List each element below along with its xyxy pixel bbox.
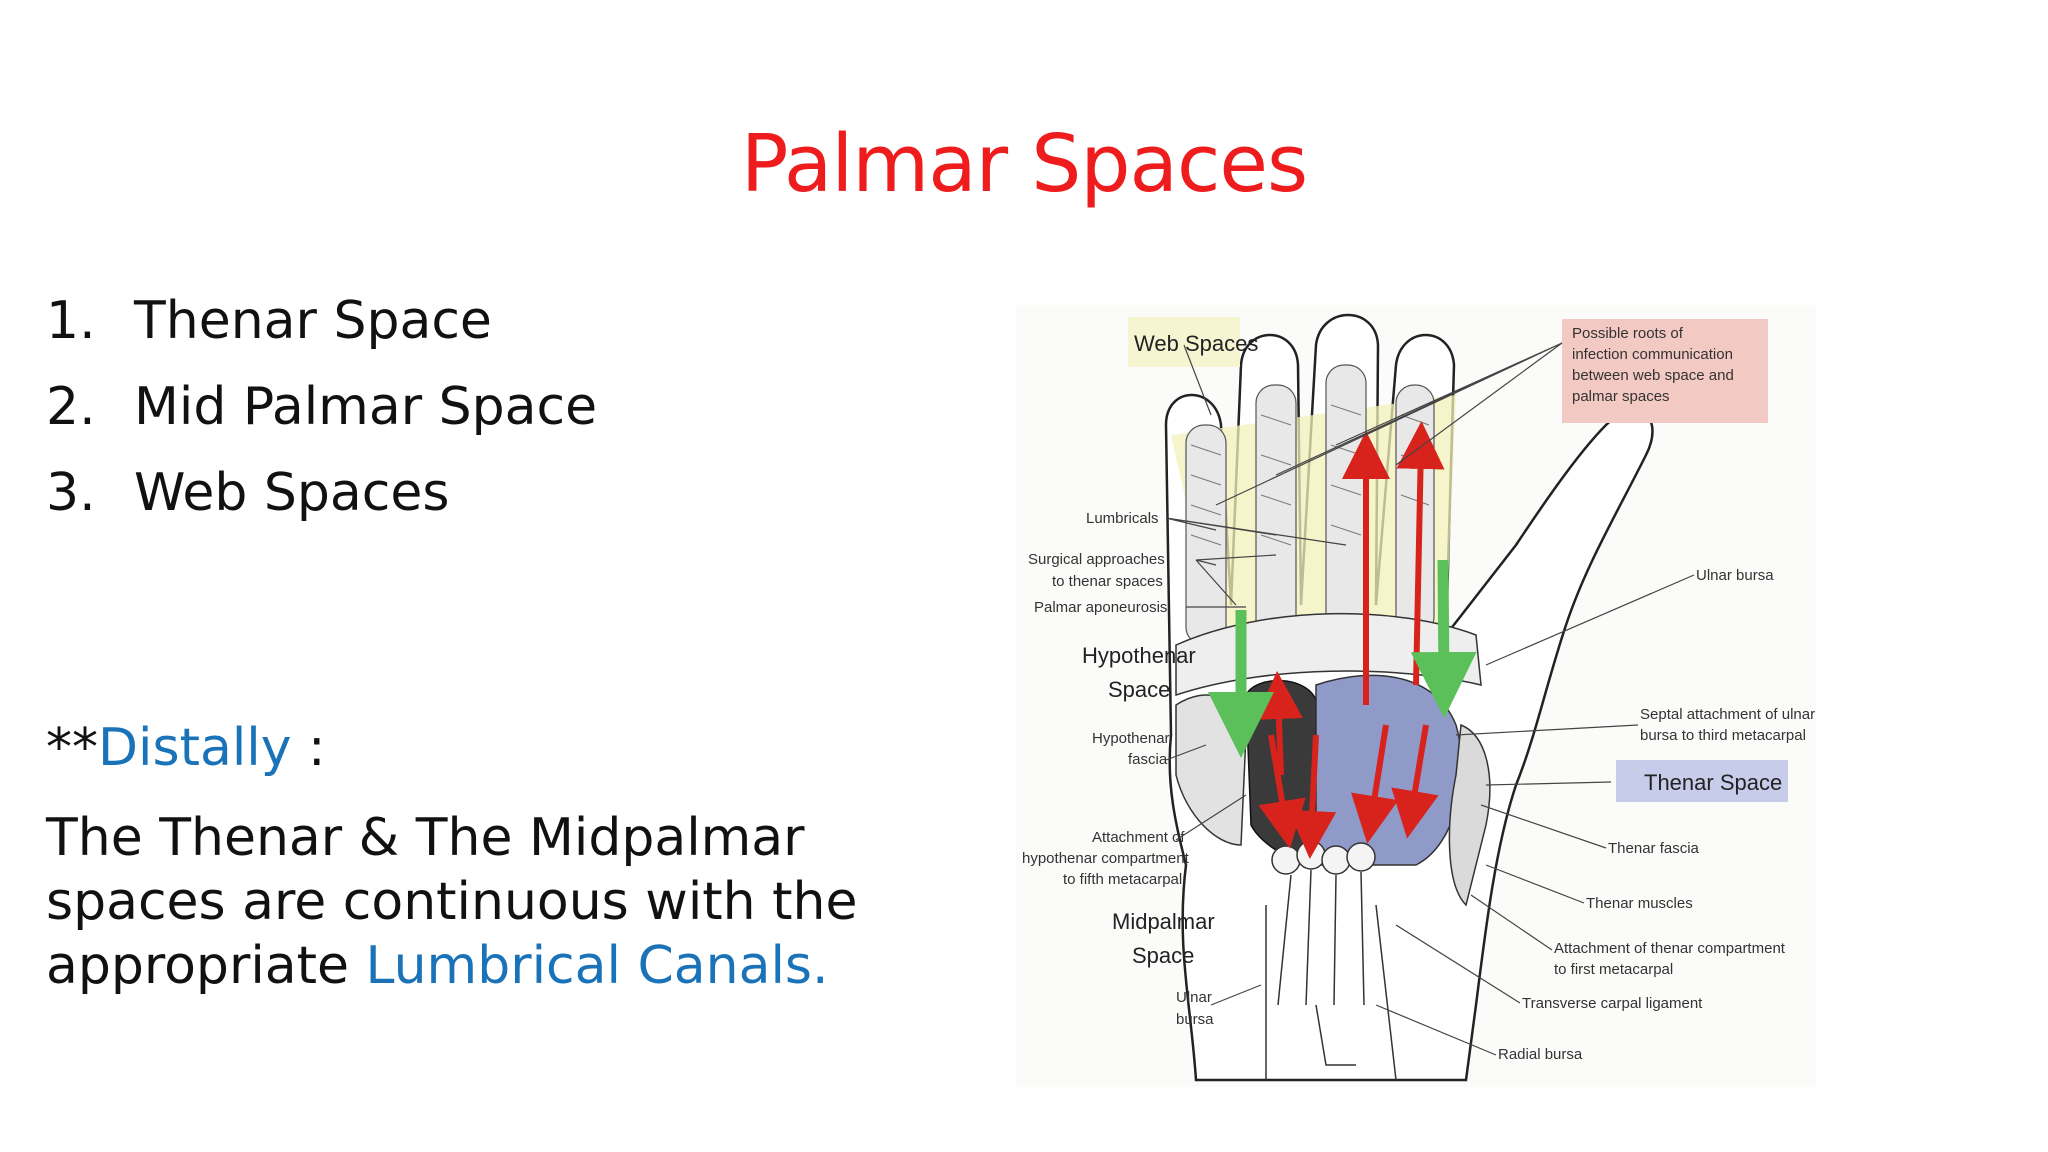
roots-line-2: infection communication <box>1572 346 1733 363</box>
note-body: The Thenar & The Midpalmar spaces are co… <box>46 808 858 996</box>
palmar-aponeurosis-label: Palmar aponeurosis <box>1034 599 1167 616</box>
transverse-label: Transverse carpal ligament <box>1522 995 1703 1012</box>
hand-diagram: Web Spaces Possible roots of infection c… <box>1022 313 1815 1082</box>
hypothenar-space-label-2: Space <box>1108 677 1170 702</box>
thenar-muscles <box>1448 723 1491 907</box>
ulnar-bursa-left-label-2: bursa <box>1176 1011 1214 1028</box>
thenar-space-box <box>1616 760 1788 802</box>
finger-tendons <box>1185 364 1435 646</box>
lumbricals-label: Lumbricals <box>1086 510 1159 527</box>
hand-anatomy-figure: Web Spaces Possible roots of infection c… <box>1016 305 1816 1087</box>
surgical-label-2: to thenar spaces <box>1052 573 1163 590</box>
distally-heading: **Distally : <box>46 718 326 778</box>
ulnar-bursa-left-label-1: Ulnar <box>1176 989 1212 1006</box>
list-number: 1. <box>46 291 96 351</box>
list-item: 2. Mid Palmar Space <box>46 374 597 460</box>
note-keyword: Distally <box>98 718 292 778</box>
list-text: Web Spaces <box>134 463 450 523</box>
note-prefix: ** <box>46 718 98 778</box>
note-suffix: : <box>291 718 326 778</box>
attach-thenar-label-1: Attachment of thenar compartment <box>1554 940 1786 957</box>
thenar-muscles-label: Thenar muscles <box>1586 895 1693 912</box>
hypothenar-fascia-label-2: fascia <box>1128 751 1168 768</box>
septal-label-1: Septal attachment of ulnar <box>1640 706 1815 723</box>
note-highlight: Lumbrical Canals. <box>365 936 829 996</box>
leader-lines <box>1165 342 1695 1056</box>
attachment-label-3: to fifth metacarpal <box>1063 871 1182 888</box>
list-number: 3. <box>46 463 96 523</box>
web-spaces-box <box>1128 317 1240 367</box>
thenar-fascia-label: Thenar fascia <box>1608 840 1700 857</box>
midpalmar-label-2: Space <box>1132 943 1194 968</box>
roots-box <box>1562 319 1768 423</box>
thenar-space <box>1315 674 1463 866</box>
roots-line-4: palmar spaces <box>1572 388 1670 405</box>
web-spaces-label: Web Spaces <box>1134 331 1258 356</box>
surgical-label-1: Surgical approaches <box>1028 551 1165 568</box>
list-item: 1. Thenar Space <box>46 288 597 374</box>
midpalmar-label-1: Midpalmar <box>1112 909 1215 934</box>
list-number: 2. <box>46 377 96 437</box>
roots-line-3: between web space and <box>1572 367 1734 384</box>
roots-line-1: Possible roots of <box>1572 325 1684 342</box>
red-arrows <box>1254 421 1445 859</box>
attach-thenar-label-2: to first metacarpal <box>1554 961 1673 978</box>
list-item: 3. Web Spaces <box>46 460 597 546</box>
hypothenar-space-label-1: Hypothenar <box>1082 643 1196 668</box>
list-text: Mid Palmar Space <box>134 377 598 437</box>
note-paragraph: The Thenar & The Midpalmar spaces are co… <box>46 806 976 998</box>
green-arrows <box>1208 559 1477 758</box>
spaces-list: 1. Thenar Space 2. Mid Palmar Space 3. Web … <box>46 288 597 546</box>
wrist <box>1265 904 1397 1081</box>
radial-bursa-label: Radial bursa <box>1498 1046 1583 1063</box>
hypothenar-fascia-label-1: Hypothenar <box>1092 730 1170 747</box>
attachment-label-2: hypothenar compartment <box>1022 850 1190 867</box>
slide-title: Palmar Spaces <box>740 118 1308 210</box>
septal-label-2: bursa to third metacarpal <box>1640 727 1806 744</box>
thenar-space-label: Thenar Space <box>1644 770 1782 795</box>
ulnar-bursa-label: Ulnar bursa <box>1696 567 1774 584</box>
attachment-label-1: Attachment of <box>1092 829 1185 846</box>
list-text: Thenar Space <box>134 291 492 351</box>
